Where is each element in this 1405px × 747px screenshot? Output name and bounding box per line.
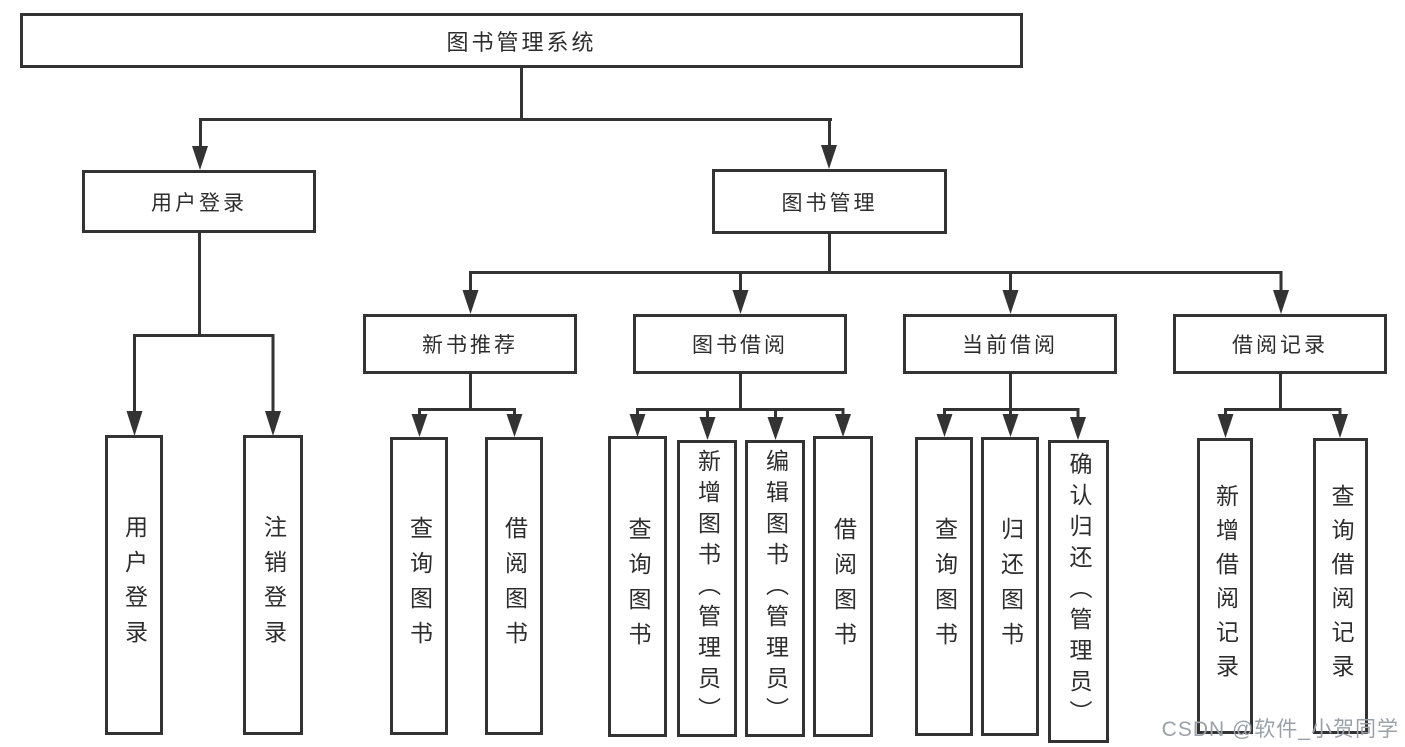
node-bor-edit-books-admin: 编辑图书（管理员） bbox=[745, 440, 805, 737]
node-label: 新增借阅记录 bbox=[1212, 484, 1239, 688]
arrowhead-icons bbox=[126, 145, 1348, 440]
node-user-login: 用户登录 bbox=[82, 170, 316, 233]
node-borrowing-records: 借阅记录 bbox=[1173, 314, 1387, 374]
node-label: 图书管理系统 bbox=[446, 29, 597, 55]
node-label: 编辑图书（管理员） bbox=[762, 449, 789, 728]
node-label: 借阅图书 bbox=[501, 516, 528, 656]
node-query-borrow-record: 查询借阅记录 bbox=[1313, 438, 1368, 734]
node-cur-confirm-return-admin: 确认归还（管理员） bbox=[1048, 440, 1109, 743]
node-label: 用户登录 bbox=[121, 515, 148, 655]
node-add-borrow-record: 新增借阅记录 bbox=[1197, 438, 1253, 734]
node-bor-query-books: 查询图书 bbox=[608, 436, 667, 737]
node-label: 图书借阅 bbox=[692, 334, 788, 357]
connector-lines bbox=[133, 68, 1342, 419]
node-label: 归还图书 bbox=[997, 516, 1024, 657]
node-current-borrowing: 当前借阅 bbox=[903, 314, 1117, 374]
node-label: 查询图书 bbox=[931, 516, 958, 657]
node-label: 新书推荐 bbox=[422, 334, 518, 357]
node-label: 图书管理 bbox=[781, 191, 878, 215]
node-label: 用户登录 bbox=[151, 191, 247, 215]
node-cur-return-books: 归还图书 bbox=[981, 437, 1039, 736]
node-label: 查询图书 bbox=[625, 516, 651, 657]
node-book-management: 图书管理 bbox=[712, 169, 947, 234]
node-login: 用户登录 bbox=[105, 435, 163, 735]
node-rec-borrow-books: 借阅图书 bbox=[485, 437, 543, 735]
node-cur-query-books: 查询图书 bbox=[915, 437, 973, 736]
node-label: 注销登录 bbox=[260, 515, 287, 655]
watermark: CSDN @软件_小贺同学 bbox=[1161, 718, 1399, 741]
node-new-book-recommendation: 新书推荐 bbox=[363, 314, 577, 374]
node-label: 借阅图书 bbox=[830, 516, 857, 657]
node-book-borrowing: 图书借阅 bbox=[633, 314, 847, 374]
node-label: 查询借阅记录 bbox=[1328, 484, 1354, 688]
node-label: 新增图书（管理员） bbox=[694, 449, 721, 728]
node-label: 查询图书 bbox=[406, 516, 433, 656]
node-logout: 注销登录 bbox=[243, 435, 303, 735]
node-rec-query-books: 查询图书 bbox=[390, 437, 448, 735]
node-label: 确认归还（管理员） bbox=[1066, 452, 1092, 731]
node-bor-add-books-admin: 新增图书（管理员） bbox=[677, 440, 737, 737]
node-bor-borrow-books: 借阅图书 bbox=[813, 436, 873, 737]
node-label: 当前借阅 bbox=[962, 334, 1058, 357]
node-label: 借阅记录 bbox=[1232, 334, 1328, 357]
node-root: 图书管理系统 bbox=[20, 13, 1023, 68]
